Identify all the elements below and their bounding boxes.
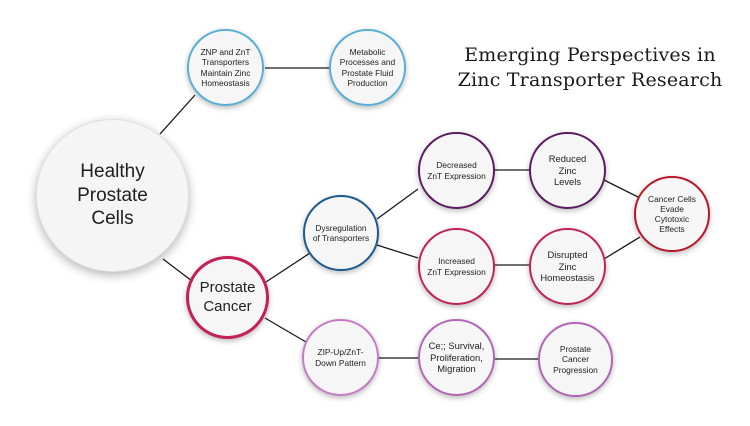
node-metabolic-processes: Metabolic Processes and Prostate Fluid P… <box>329 29 406 106</box>
connector-reduced-evade <box>603 179 641 199</box>
node-label: Prostate Cancer <box>199 278 256 315</box>
node-cell-survival-proliferation-migration: Ce;; Survival, Proliferation, Migration <box>418 319 495 396</box>
node-label: Ce;; Survival, Proliferation, Migration <box>428 340 485 375</box>
node-cancer-cells-evade-cytotoxic-effects: Cancer Cells Evade Cytotoxic Effects <box>634 176 710 252</box>
connector-dysregulation-decreased <box>376 188 419 220</box>
node-label: Metabolic Processes and Prostate Fluid P… <box>339 47 396 88</box>
node-label: Increased ZnT Expression <box>427 256 486 277</box>
node-label: Prostate Cancer Progression <box>553 344 598 375</box>
node-label: Dysregulation of Transporters <box>312 222 370 243</box>
connector-healthy-cancer <box>162 258 193 282</box>
node-label: Decreased ZnT Expression <box>427 160 486 181</box>
node-prostate-cancer: Prostate Cancer <box>186 256 269 339</box>
title-line-2: Zinc Transporter Research <box>457 69 723 91</box>
node-label: ZIP-Up/ZnT- Down Pattern <box>315 347 366 368</box>
connector-healthy-znp <box>159 94 196 135</box>
connector-disrupted-evade <box>603 236 641 260</box>
diagram-title: Emerging Perspectives in Zinc Transporte… <box>440 43 740 93</box>
node-increased-znt-expression: Increased ZnT Expression <box>418 228 495 305</box>
title-line-1: Emerging Perspectives in <box>464 44 716 66</box>
connector-dysregulation-increased <box>376 244 419 259</box>
node-zip-up-znt-down-pattern: ZIP-Up/ZnT- Down Pattern <box>302 319 379 396</box>
node-healthy-prostate-cells: Healthy Prostate Cells <box>36 119 189 272</box>
node-disrupted-zinc-homeostasis: Disrupted Zinc Homeostasis <box>529 228 606 305</box>
node-decreased-znt-expression: Decreased ZnT Expression <box>418 132 495 209</box>
node-dysregulation-of-transporters: Dysregulation of Transporters <box>303 195 379 271</box>
node-prostate-cancer-progression: Prostate Cancer Progression <box>538 322 613 397</box>
node-label: Disrupted Zinc Homeostasis <box>540 249 595 284</box>
node-label: ZNP and ZnT Transporters Maintain Zinc H… <box>200 47 251 88</box>
node-reduced-zinc-levels: Reduced Zinc Levels <box>529 132 606 209</box>
node-label: Reduced Zinc Levels <box>548 153 587 188</box>
connector-cancer-dysregulation <box>265 252 311 283</box>
node-label: Healthy Prostate Cells <box>77 160 148 230</box>
node-znp-znt-transporters: ZNP and ZnT Transporters Maintain Zinc H… <box>187 29 264 106</box>
node-label: Cancer Cells Evade Cytotoxic Effects <box>648 193 696 235</box>
connector-cancer-zip <box>264 317 307 343</box>
